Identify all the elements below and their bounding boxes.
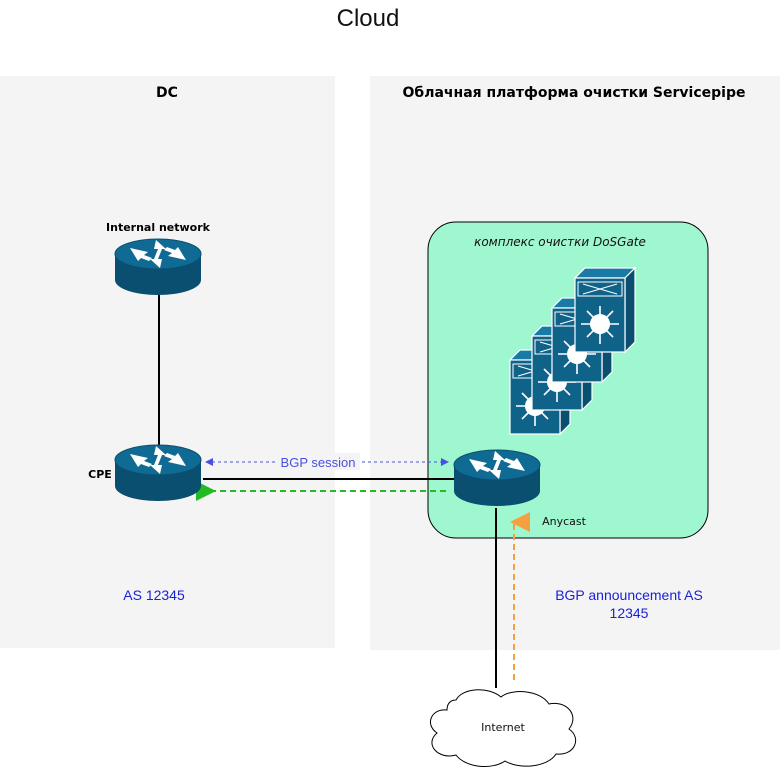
- bgp-session-label: BGP session: [281, 455, 356, 470]
- internal-network-label: Internal network: [106, 221, 211, 234]
- diagram-title: Cloud: [337, 5, 400, 32]
- bgp-announcement-line2: 12345: [610, 605, 649, 621]
- dc-panel: [0, 76, 335, 648]
- cpe-router-icon: [114, 444, 202, 502]
- anycast-label: Anycast: [542, 515, 587, 528]
- internet-cloud-icon: [429, 689, 577, 767]
- internet-label: Internet: [481, 721, 525, 734]
- cpe-label: CPE: [88, 468, 112, 481]
- internal-network-router-icon: [114, 238, 202, 296]
- dc-label: DC: [156, 85, 178, 101]
- bgp-announcement-line1: BGP announcement AS: [555, 587, 703, 603]
- bgp-session-label-bg: [278, 453, 360, 470]
- dosgate-complex-label: комплекс очистки DoSGate: [474, 235, 646, 249]
- anycast-router-icon: [453, 449, 541, 507]
- cloud-platform-label: Облачная платформа очистки Servicepipe: [403, 85, 746, 101]
- dc-as-label: AS 12345: [123, 587, 185, 603]
